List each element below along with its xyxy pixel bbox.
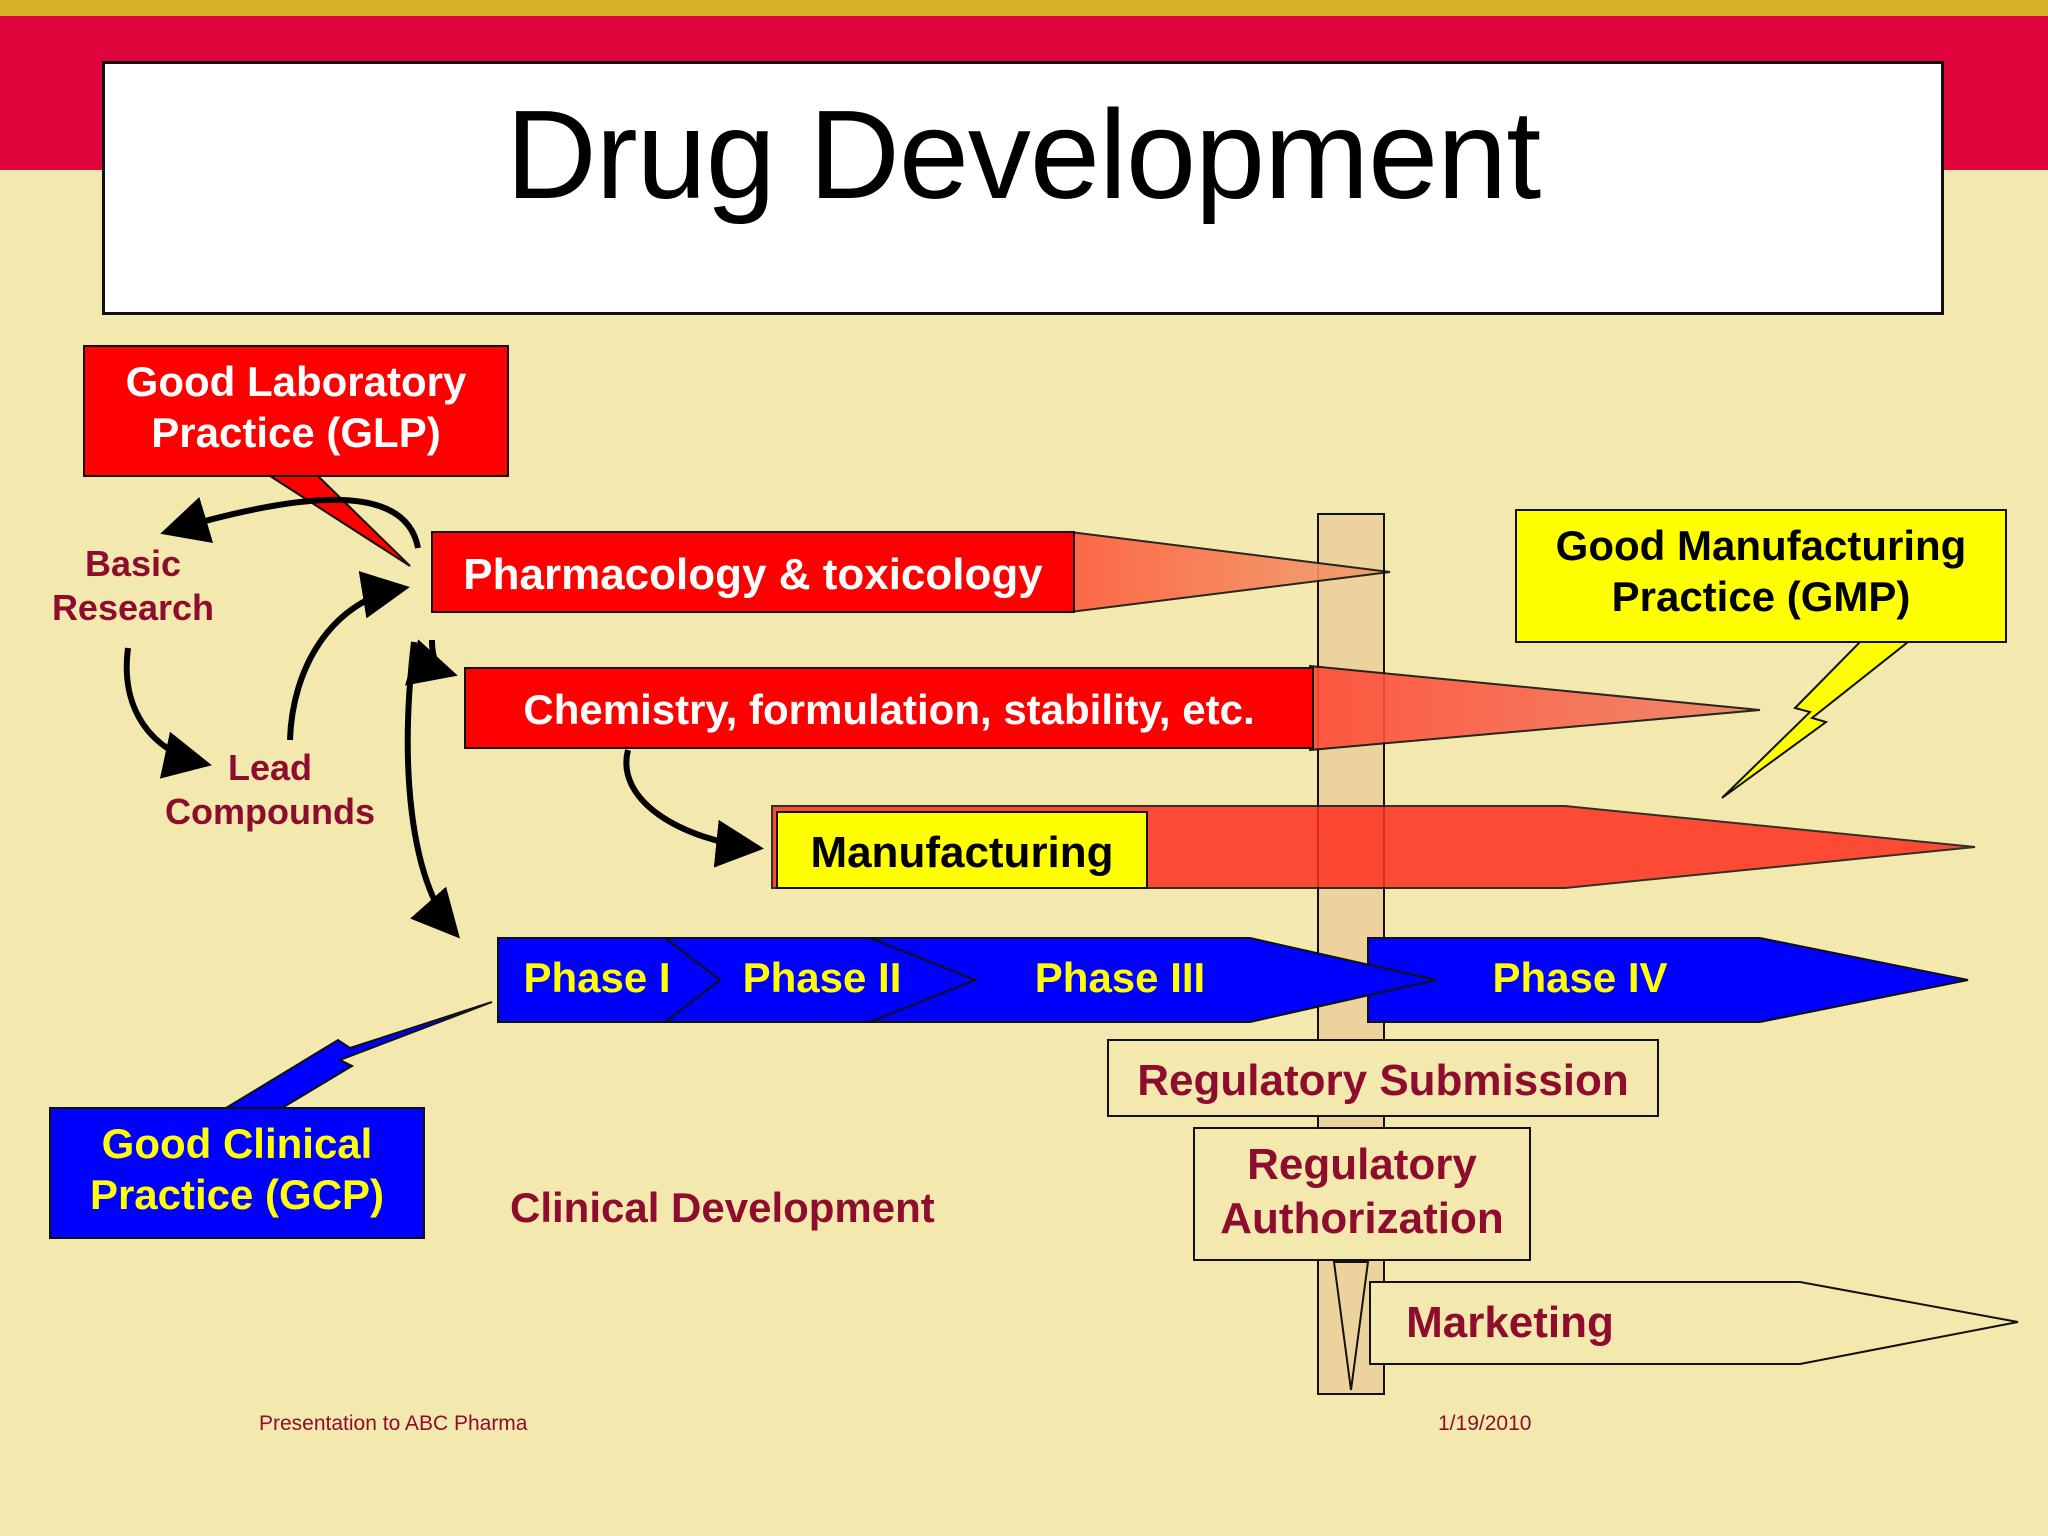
glp-box <box>83 345 509 477</box>
manufacturing-box <box>776 811 1148 889</box>
regulatory-authorization-label: Regulatory Authorization <box>1194 1138 1530 1245</box>
footer-date: 1/19/2010 <box>1438 1412 1532 1435</box>
arrow-to-manufacturing <box>623 749 764 868</box>
pharmacology-box <box>431 531 1075 613</box>
cycle-arrow-from-lead-compounds <box>287 571 410 741</box>
phase-i-label: Phase I <box>523 954 671 1001</box>
regulatory-authorization-box <box>1193 1127 1531 1261</box>
lead-compounds-line2: Compounds <box>165 790 375 832</box>
manufacturing-label: Manufacturing <box>810 828 1114 877</box>
arrow-to-phase-i <box>404 641 460 939</box>
chemistry-label: Chemistry, formulation, stability, etc. <box>523 686 1255 733</box>
lead-compounds-label: Lead Compounds <box>150 746 390 834</box>
chemistry-box <box>464 667 1314 749</box>
phase-i-chevron <box>497 937 722 1023</box>
clinical-development-label: Clinical Development <box>510 1184 935 1231</box>
page-title: Drug Development <box>505 84 1542 225</box>
marketing-label: Marketing <box>1406 1298 1614 1347</box>
basic-research-line2: Research <box>51 586 215 628</box>
cycle-arrow-to-basic-research <box>160 496 421 549</box>
gcp-box <box>49 1107 425 1239</box>
gmp-box <box>1515 509 2007 643</box>
gcp-arrow-callout <box>222 1001 493 1109</box>
glp-label-line1: Good Laboratory <box>125 358 467 405</box>
regulatory-submission-label: Regulatory Submission <box>1137 1056 1629 1105</box>
marketing-arrow <box>1369 1281 2019 1365</box>
gcp-label: Good Clinical Practice (GCP) <box>50 1118 424 1220</box>
glp-label-line2: Practice (GLP) <box>151 409 441 457</box>
regulatory-submission-box <box>1107 1039 1659 1117</box>
gcp-label-line2: Practice (GCP) <box>89 1171 385 1219</box>
glp-lightning-callout <box>266 475 411 567</box>
phase-ii-label: Phase II <box>742 954 902 1001</box>
phase-iii-label: Phase III <box>1034 954 1206 1001</box>
regulatory-timeline-point <box>1332 1261 1370 1391</box>
pharmacology-label: Pharmacology & toxicology <box>463 550 1043 599</box>
gmp-label-line2: Practice (GMP) <box>1611 573 1911 621</box>
lead-compounds-line1: Lead <box>227 747 313 788</box>
glp-label: Good Laboratory Practice (GLP) <box>84 356 508 458</box>
footer-presentation: Presentation to ABC Pharma <box>259 1412 528 1435</box>
gcp-label-line1: Good Clinical <box>101 1120 373 1167</box>
phase-iv-label: Phase IV <box>1492 954 1668 1001</box>
top-gold-band <box>0 0 2048 16</box>
basic-research-line1: Basic <box>84 543 182 584</box>
cycle-arrow-to-lead-compounds <box>123 647 212 779</box>
chemistry-track-arrow <box>1309 664 1761 752</box>
phase-iv-chevron <box>1367 937 1969 1023</box>
gmp-label: Good Manufacturing Practice (GMP) <box>1516 520 2006 622</box>
title-box: Drug Development <box>102 61 1944 315</box>
arrow-to-chemistry <box>405 639 458 686</box>
gmp-lightning-callout <box>1721 641 1911 799</box>
gmp-label-line1: Good Manufacturing <box>1555 522 1967 569</box>
basic-research-label: Basic Research <box>28 542 238 630</box>
regulatory-authorization-line2: Authorization <box>1220 1193 1504 1243</box>
regulatory-authorization-line1: Regulatory <box>1247 1140 1477 1189</box>
